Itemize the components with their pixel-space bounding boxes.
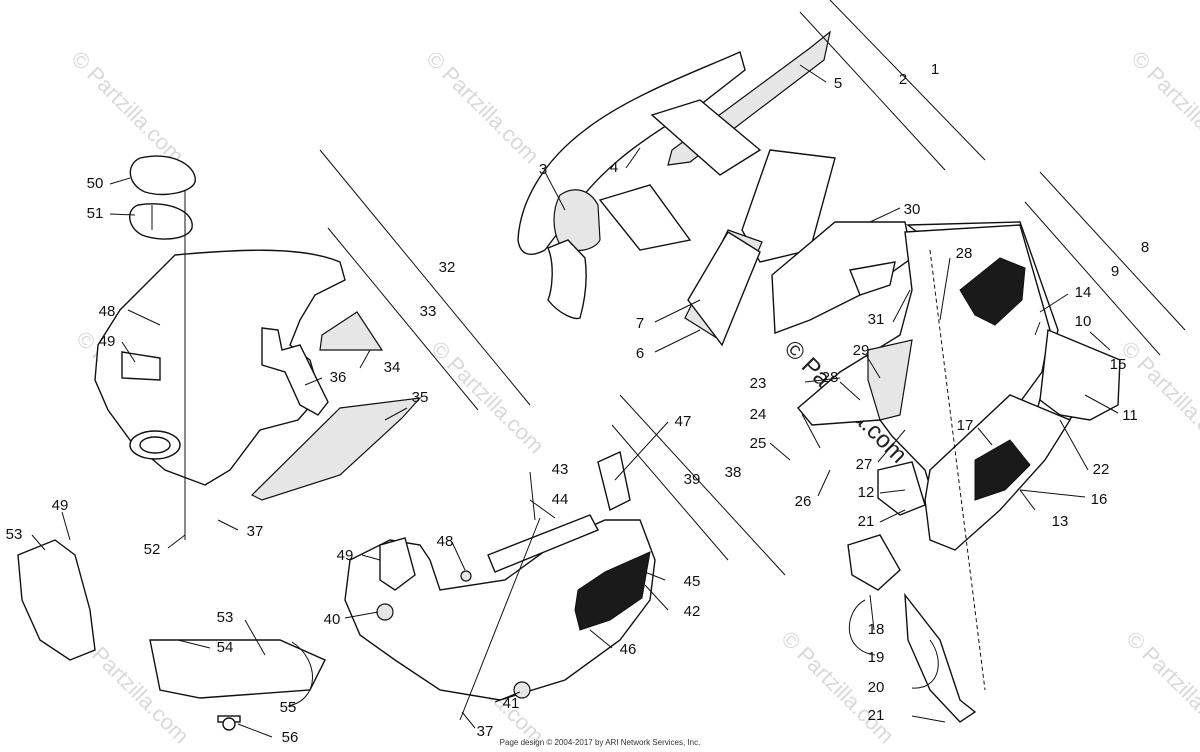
callout-52: 52: [144, 541, 161, 558]
callout-11: 11: [1122, 407, 1138, 424]
watermark-2: © Partzilla.com: [421, 46, 544, 169]
callout-31: 31: [868, 311, 885, 328]
callout-40: 40: [324, 611, 341, 628]
callout-33: 33: [420, 303, 437, 320]
callout-21a: 21: [858, 513, 875, 530]
callout-20: 20: [868, 679, 885, 696]
callout-30: 30: [904, 201, 921, 218]
callout-28b: 28: [822, 369, 839, 386]
callout-10: 10: [1075, 313, 1092, 330]
callout-42: 42: [684, 603, 701, 620]
page-credit: Page design © 2004-2017 by ARI Network S…: [499, 738, 701, 747]
callout-23: 23: [750, 375, 767, 392]
callout-13: 13: [1052, 513, 1069, 530]
callout-34: 34: [384, 359, 401, 376]
callout-17: 17: [957, 417, 974, 434]
callout-41: 41: [503, 695, 520, 712]
right-side-panel: [797, 221, 1121, 723]
hood-assembly: [517, 30, 913, 347]
watermark-6: © Partzilla.com: [1116, 336, 1200, 459]
callout-49a: 49: [99, 333, 116, 350]
callouts: 1 2 3 4 5 6 7 8 9 10 11 12 13 14 15 16 1…: [6, 61, 1150, 746]
callout-19: 19: [868, 649, 885, 666]
callout-56: 56: [282, 729, 299, 746]
callout-22: 22: [1093, 461, 1110, 478]
frame-assembly: [94, 155, 422, 540]
callout-54: 54: [217, 639, 234, 656]
callout-37b: 37: [477, 723, 494, 740]
leader-lines: [31, 64, 1119, 738]
callout-51: 51: [87, 205, 104, 222]
side-panels: [17, 539, 326, 731]
callout-5: 5: [834, 75, 842, 92]
callout-1: 1: [931, 61, 939, 78]
callout-3: 3: [539, 161, 547, 178]
callout-39: 39: [684, 471, 701, 488]
callout-49b: 49: [52, 497, 69, 514]
callout-45: 45: [684, 573, 701, 590]
callout-48b: 48: [437, 533, 454, 550]
callout-18: 18: [868, 621, 885, 638]
callout-44: 44: [552, 491, 569, 508]
callout-14: 14: [1075, 284, 1092, 301]
callout-53a: 53: [6, 526, 23, 543]
callout-36: 36: [330, 369, 347, 386]
callout-21b: 21: [868, 707, 885, 724]
callout-16: 16: [1091, 491, 1108, 508]
callout-55: 55: [280, 699, 297, 716]
callout-8: 8: [1141, 239, 1149, 256]
callout-38: 38: [725, 464, 742, 481]
callout-2: 2: [899, 71, 907, 88]
callout-37a: 37: [247, 523, 264, 540]
callout-26: 26: [795, 493, 812, 510]
callout-53b: 53: [217, 609, 234, 626]
callout-50: 50: [87, 175, 104, 192]
callout-27: 27: [856, 456, 873, 473]
callout-6: 6: [636, 345, 644, 362]
watermark-1: © Partzilla.com: [66, 46, 189, 169]
callout-48a: 48: [99, 303, 116, 320]
callout-7: 7: [636, 315, 644, 332]
watermark-3: © Partzilla.com: [1126, 46, 1200, 169]
group-brackets: [151, 0, 1186, 576]
callout-12: 12: [858, 484, 875, 501]
callout-46: 46: [620, 641, 637, 658]
callout-25: 25: [750, 435, 767, 452]
callout-29: 29: [853, 342, 870, 359]
callout-32: 32: [439, 259, 456, 276]
callout-35: 35: [412, 389, 429, 406]
callout-47: 47: [675, 413, 692, 430]
callout-15: 15: [1110, 356, 1127, 373]
nose-pan: [344, 451, 656, 721]
callout-49c: 49: [337, 547, 354, 564]
callout-4: 4: [610, 159, 618, 176]
callout-28a: 28: [956, 245, 973, 262]
callout-24: 24: [750, 406, 767, 423]
watermark-10: © Partzilla.com: [1121, 626, 1200, 749]
callout-43: 43: [552, 461, 569, 478]
callout-9: 9: [1111, 263, 1119, 280]
